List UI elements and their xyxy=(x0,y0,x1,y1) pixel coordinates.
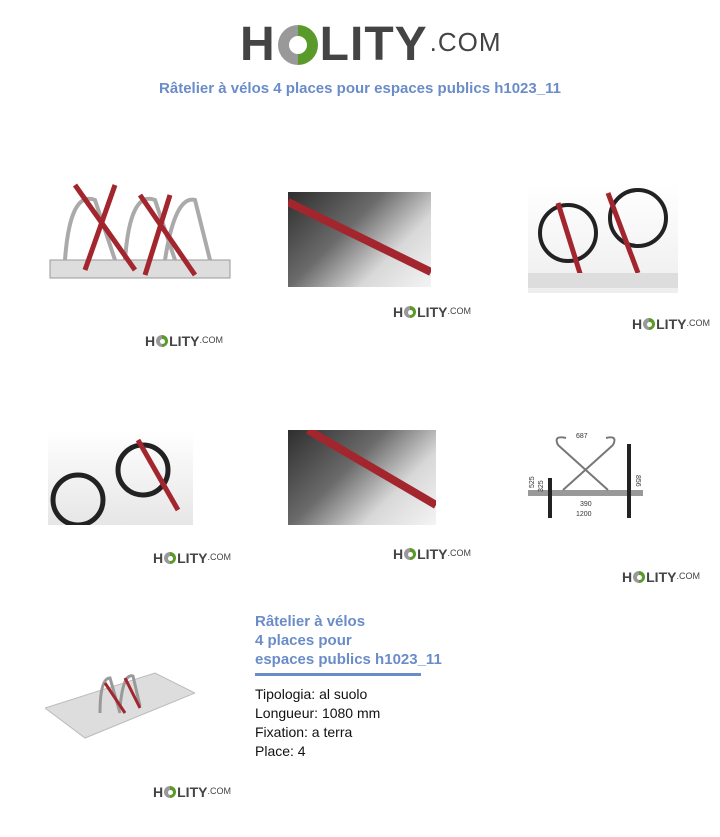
technical-drawing[interactable]: 687 856 525 325 390 1200 xyxy=(528,430,643,520)
product-title-line: 4 places pour xyxy=(255,632,352,649)
logo-o-icon xyxy=(156,335,169,347)
logo-o-icon xyxy=(643,318,656,330)
product-image-chain[interactable] xyxy=(288,430,436,525)
product-image-bikes[interactable] xyxy=(528,183,678,293)
logo-text: LITY xyxy=(319,18,428,71)
logo-o-icon xyxy=(164,552,177,564)
dim-label: 687 xyxy=(576,433,588,440)
product-title-line: Râtelier à vélos xyxy=(255,613,366,630)
product-title: Râtelier à vélos 4 places pour espaces p… xyxy=(255,612,442,669)
spec-item: Fixation: a terra xyxy=(255,724,353,740)
product-specs: Tipologia: al suolo Longueur: 1080 mm Fi… xyxy=(255,685,380,761)
product-title-line: espaces publics h1023_11 xyxy=(255,651,442,668)
logo-o-icon xyxy=(404,548,417,560)
spec-item: Tipologia: al suolo xyxy=(255,686,368,702)
title-divider xyxy=(255,673,421,676)
dim-label: 856 xyxy=(634,475,641,487)
logo-o-icon xyxy=(164,786,177,798)
logo-o-icon xyxy=(633,571,646,583)
page-title: Râtelier à vélos 4 places pour espaces p… xyxy=(159,80,561,97)
dim-label: 390 xyxy=(580,501,592,508)
logo-o-icon xyxy=(277,25,318,65)
logo-o-icon xyxy=(404,306,417,318)
holity-logo[interactable]: H LITY.COM xyxy=(240,18,502,69)
spec-item: Longueur: 1080 mm xyxy=(255,705,381,721)
product-image-bike-side[interactable] xyxy=(48,430,193,525)
product-image-lock[interactable] xyxy=(288,192,431,287)
dim-label: 525 xyxy=(529,476,536,488)
logo-text: H xyxy=(240,18,276,71)
logo-suffix: .COM xyxy=(429,27,502,57)
product-image-installed[interactable] xyxy=(45,668,195,743)
dim-label: 325 xyxy=(538,480,545,492)
product-image-rack[interactable] xyxy=(45,180,235,295)
spec-item: Place: 4 xyxy=(255,743,306,759)
dim-label: 1200 xyxy=(576,511,592,518)
